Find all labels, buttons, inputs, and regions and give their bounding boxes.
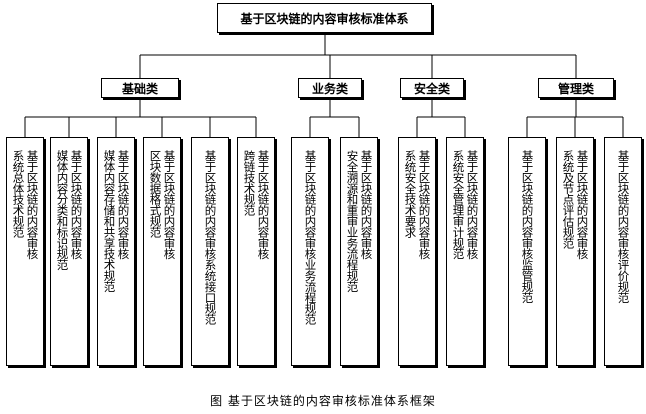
standard-leaf-node: 基于区块链的内容审核系统安全技术要求 [398,137,436,366]
standard-leaf-node: 基于区块链的内容审核区块数据格式规范 [143,137,181,366]
standard-label-line: 系统安全技术要求 [403,150,418,238]
standard-label-line: 基于区块链的内容审核业务流程规范 [303,150,318,325]
standard-leaf-node: 基于区块链的内容审核媒体内容存储和共享技术规范 [97,137,135,366]
standard-label-line: 基于区块链的内容审核 [575,150,590,260]
standard-label-line: 基于区块链的内容审核 [359,150,374,260]
standard-leaf-node: 基于区块链的内容审核媒体内容分类和标识规范 [50,137,88,366]
category-node: 业务类 [298,78,362,98]
standard-label-line: 基于区块链的内容审核监管规范 [520,150,535,303]
standard-label-line: 基于区块链的内容审核系统接口规范 [203,150,218,325]
standard-label-line: 基于区块链的内容审核评价规范 [616,150,631,303]
standard-label-line: 基于区块链的内容审核 [417,150,432,260]
standard-label-line: 跨链技术规范 [242,150,257,216]
standard-label-line: 系统安全管理审计规范 [451,150,466,260]
category-node: 管理类 [538,78,614,98]
standard-label-line: 系统及节点评估规范 [561,150,576,249]
category-node: 安全类 [400,78,464,98]
standard-leaf-node: 基于区块链的内容审核评价规范 [604,137,642,366]
standard-label-line: 基于区块链的内容审核 [116,150,131,260]
standard-leaf-node: 基于区块链的内容审核监管规范 [508,137,546,366]
figure-caption: 图 基于区块链的内容审核标准体系框架 [210,394,436,408]
standard-label-line: 基于区块链的内容审核 [69,150,84,260]
standard-label-line: 系统总体技术规范 [11,150,26,238]
standard-leaf-node: 基于区块链的内容审核跨链技术规范 [237,137,275,366]
standard-leaf-node: 基于区块链的内容审核安全溯源和重审业务流程规范 [340,137,378,366]
standard-leaf-node: 基于区块链的内容审核业务流程规范 [291,137,329,366]
standard-label-line: 基于区块链的内容审核 [256,150,271,260]
standard-leaf-node: 基于区块链的内容审核系统及节点评估规范 [556,137,594,366]
standard-label-line: 基于区块链的内容审核 [25,150,40,260]
standard-label-line: 媒体内容分类和标识规范 [55,150,70,270]
standard-label-line: 区块数据格式规范 [148,150,163,238]
standard-leaf-node: 基于区块链的内容审核系统接口规范 [191,137,229,366]
standard-label-line: 安全溯源和重审业务流程规范 [345,150,360,292]
standard-label-line: 媒体内容存储和共享技术规范 [102,150,117,292]
standard-leaf-node: 基于区块链的内容审核系统总体技术规范 [6,137,44,366]
standard-leaf-node: 基于区块链的内容审核系统安全管理审计规范 [446,137,484,366]
standard-label-line: 基于区块链的内容审核 [465,150,480,260]
standard-label-line: 基于区块链的内容审核 [162,150,177,260]
category-node: 基础类 [101,78,179,98]
root-node-title: 基于区块链的内容审核标准体系 [217,3,432,33]
